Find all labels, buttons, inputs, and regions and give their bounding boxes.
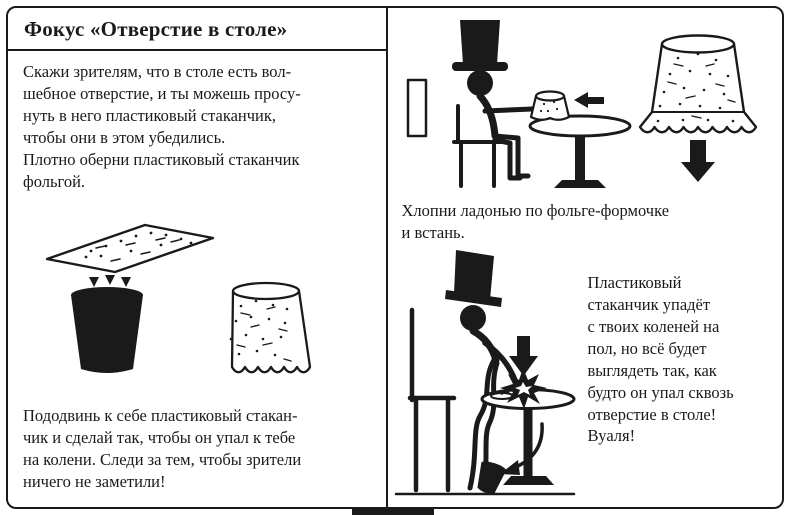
down-arrows-icon [89, 274, 131, 287]
table-top [45, 223, 215, 274]
title-row: Фокус «Отверстие в столе» [8, 8, 386, 51]
slam-illustration-svg [394, 249, 575, 496]
slap-caption: Хлопни ладонью по фольге-формочке и вста… [401, 201, 670, 242]
cup-on-table-icon [529, 90, 570, 121]
table-icon [528, 114, 631, 188]
page-edge-mark [352, 507, 434, 515]
left-page-panel: Фокус «Отверстие в столе» Скажи зрителям… [6, 6, 388, 509]
pull-cup-illustration-svg [406, 20, 757, 188]
magician-figure [444, 249, 518, 491]
result-paragraph: Пластиковый стаканчик упадёт с твоих кол… [587, 272, 734, 446]
instruction-paragraph: Пододвинь к себе пластиковый стакан- чик… [23, 406, 302, 492]
slam-illustration [390, 248, 582, 500]
wall-frame [406, 78, 427, 138]
intro-paragraph: Скажи зрителям, что в столе есть вол- ше… [23, 62, 301, 191]
plastic-cup-icon [71, 286, 143, 373]
table-top-speckles [84, 231, 193, 259]
down-arrow-icon [680, 140, 715, 182]
foil-cup-icon [229, 281, 312, 374]
arm [481, 340, 518, 383]
curved-arrow-icon [499, 422, 544, 475]
falling-cup-icon [476, 461, 506, 494]
left-arrow-icon [573, 92, 604, 108]
page-title: Фокус «Отверстие в столе» [24, 17, 288, 41]
table-top-strokes [95, 237, 180, 262]
left-panel-body: Скажи зрителям, что в столе есть вол- ше… [8, 51, 386, 507]
foil-shell-icon [638, 34, 757, 134]
chair-icon [451, 104, 503, 188]
flattened-foil-icon [489, 391, 514, 400]
bottom-row: Пластиковый стаканчик упадёт с твоих кол… [388, 248, 783, 506]
head [466, 70, 493, 96]
chair-icon [407, 307, 456, 493]
setup-illustration [41, 221, 371, 379]
top-hat-icon [453, 249, 494, 300]
pull-cup-illustration [388, 8, 783, 198]
magician-figure [451, 20, 534, 181]
right-page-panel: Хлопни ладонью по фольге-формочке и вста… [385, 6, 784, 509]
top-hat-icon [451, 62, 508, 71]
down-arrow-icon [508, 335, 538, 376]
head [459, 304, 486, 331]
impact-star-icon [499, 367, 547, 409]
arm [482, 106, 534, 114]
setup-illustration-svg [45, 223, 312, 374]
